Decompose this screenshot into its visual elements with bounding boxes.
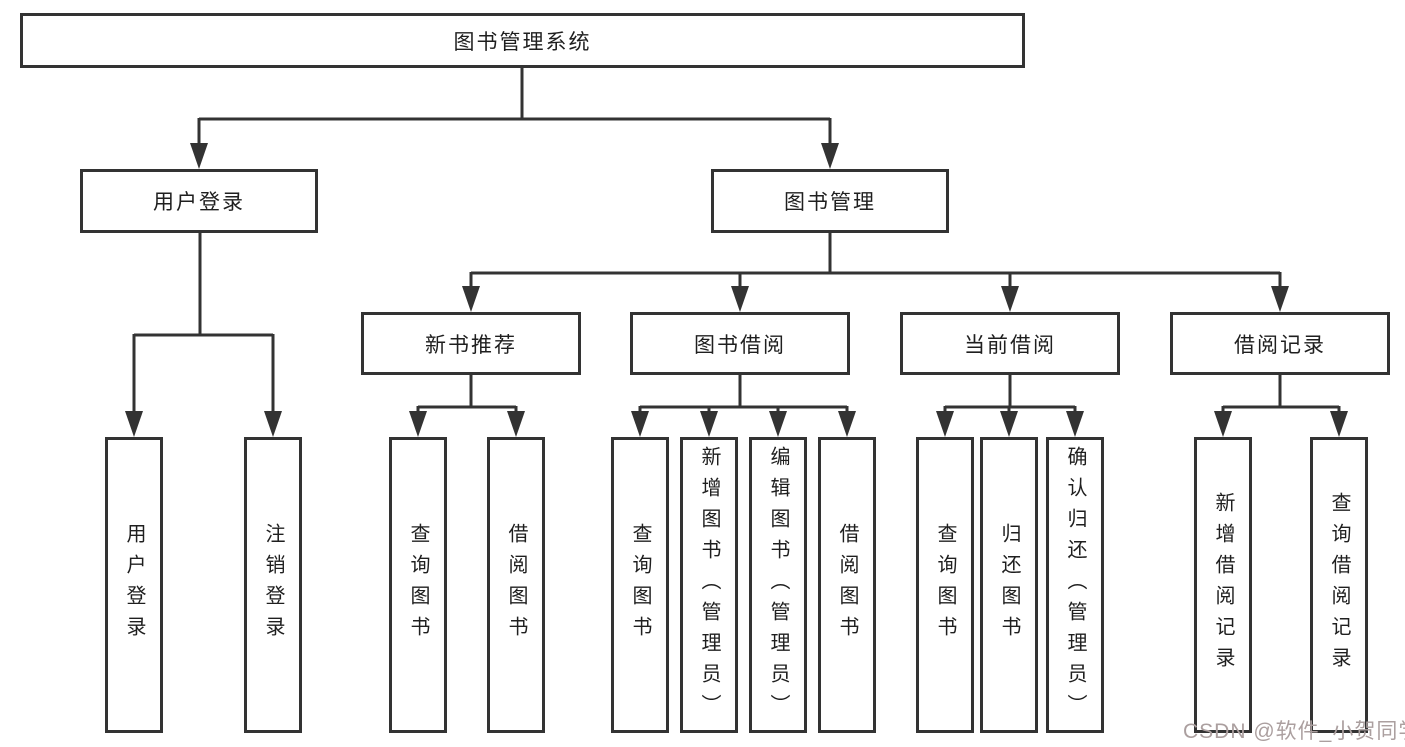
node-book-management: 图书管理 — [711, 169, 949, 233]
node-label: 图书借阅 — [694, 333, 786, 357]
node-library-management-system: 图书管理系统 — [20, 13, 1025, 68]
csdn-watermark: CSDN @软件_小贺同学 — [1183, 720, 1405, 743]
leaf-return-books: 归还图书 — [980, 437, 1038, 733]
node-book-borrowing: 图书借阅 — [630, 312, 850, 375]
leaf-confirm-return-admin: 确认归还（管理员） — [1046, 437, 1104, 733]
node-label: 图书管理系统 — [453, 30, 592, 54]
leaf-query-books-recommend: 查询图书 — [389, 437, 447, 733]
node-label: 借阅图书 — [505, 523, 527, 647]
node-label: 图书管理 — [784, 191, 876, 214]
node-borrow-records: 借阅记录 — [1170, 312, 1390, 375]
node-label: 用户登录 — [123, 523, 145, 647]
node-label: 编辑图书（管理员） — [767, 445, 789, 725]
node-label: 新书推荐 — [425, 333, 517, 357]
leaf-add-book-admin: 新增图书（管理员） — [680, 437, 738, 733]
leaf-borrow-books-borrowing: 借阅图书 — [818, 437, 876, 733]
leaf-logout: 注销登录 — [244, 437, 302, 733]
leaf-edit-book-admin: 编辑图书（管理员） — [749, 437, 807, 733]
node-label: 当前借阅 — [964, 333, 1056, 357]
leaf-query-books-borrowing: 查询图书 — [611, 437, 669, 733]
leaf-add-borrow-record: 新增借阅记录 — [1194, 437, 1252, 733]
node-label: 查询借阅记录 — [1328, 492, 1350, 678]
node-label: 借阅记录 — [1234, 333, 1326, 357]
node-label: 归还图书 — [998, 523, 1020, 647]
node-new-book-recommend: 新书推荐 — [361, 312, 581, 375]
leaf-query-books-current: 查询图书 — [916, 437, 974, 733]
node-label: 注销登录 — [262, 523, 284, 647]
node-label: 确认归还（管理员） — [1064, 445, 1086, 725]
node-current-borrowing: 当前借阅 — [900, 312, 1120, 375]
node-label: 新增借阅记录 — [1212, 492, 1234, 678]
leaf-borrow-books-recommend: 借阅图书 — [487, 437, 545, 733]
node-label: 查询图书 — [407, 523, 429, 647]
node-label: 查询图书 — [934, 523, 956, 647]
node-label: 借阅图书 — [836, 523, 858, 647]
node-label: 用户登录 — [153, 191, 245, 214]
node-user-login: 用户登录 — [80, 169, 318, 233]
leaf-query-borrow-record: 查询借阅记录 — [1310, 437, 1368, 733]
node-label: 新增图书（管理员） — [698, 445, 720, 725]
node-label: 查询图书 — [629, 523, 651, 647]
arrowhead-icons — [125, 143, 1348, 437]
leaf-user-login: 用户登录 — [105, 437, 163, 733]
